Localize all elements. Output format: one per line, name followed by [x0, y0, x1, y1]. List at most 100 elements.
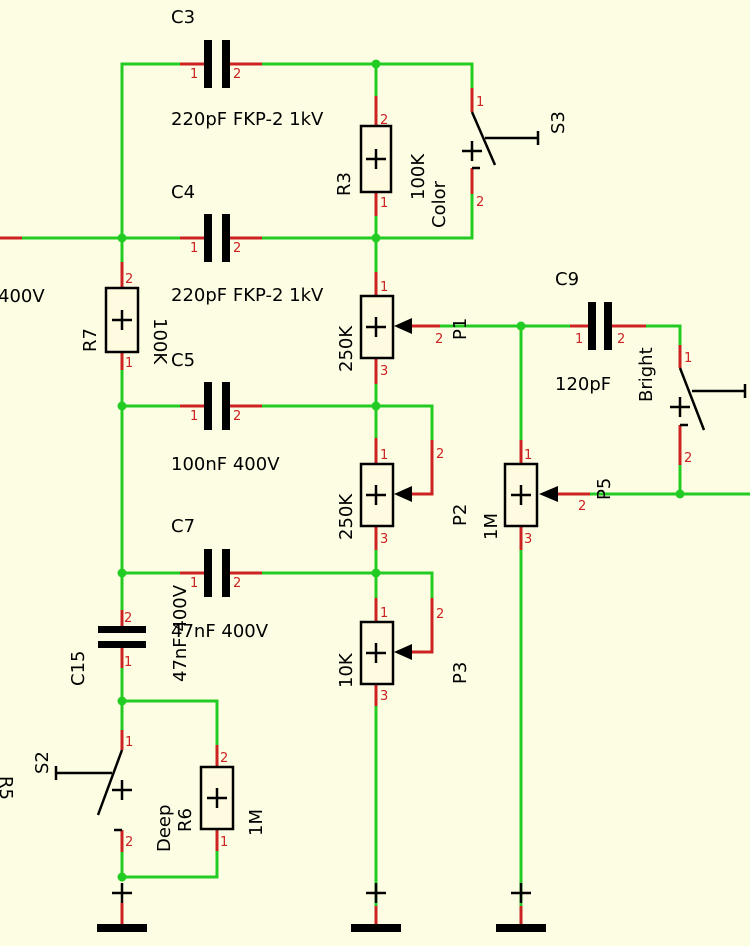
capacitor-c4: 1 2 C4 220pF FKP-2 1kV	[171, 182, 324, 306]
pin-label: 2	[233, 409, 241, 424]
s2-ref: S2	[32, 751, 53, 774]
pin-label: 1	[380, 196, 388, 211]
junction-dot	[117, 401, 127, 411]
c3-ref: C3	[171, 7, 195, 28]
potentiometer-p5: 1 3 2 1M P5	[481, 440, 615, 550]
left-edge-value: 400V	[0, 286, 45, 307]
pin-label: 2	[476, 195, 484, 210]
c4-ref: C4	[171, 182, 195, 203]
p2-value: 250K	[336, 493, 357, 540]
c3-value: 220pF FKP-2 1kV	[171, 109, 324, 130]
switch-s2: 1 2 S2	[32, 730, 133, 852]
pin-label: 1	[190, 241, 198, 256]
pin-label: 1	[684, 351, 692, 366]
p3-value: 10K	[336, 652, 357, 688]
r3-value: 100K	[408, 153, 429, 200]
c9-ref: C9	[555, 269, 579, 290]
pin-label: 1	[220, 835, 228, 850]
pin-label: 2	[617, 332, 625, 347]
junction-dot	[371, 568, 381, 578]
r7-value: 100K	[149, 318, 170, 365]
pin-label: 1	[380, 448, 388, 463]
capacitor-c15: 2 1 C15 47nF 400V	[68, 584, 191, 686]
pin-label: 3	[380, 532, 388, 547]
p3-ref: P3	[450, 662, 471, 684]
c7-value: 47nF 400V	[171, 621, 269, 642]
junction-dot	[675, 489, 685, 499]
r3-ref: R3	[334, 172, 355, 196]
pin-label: 2	[435, 332, 443, 347]
pin-label: 1	[190, 67, 198, 82]
pin-label: 1	[190, 409, 198, 424]
potentiometer-p2: 1 3 2 250K P2	[336, 438, 471, 550]
pin-label: 1	[524, 448, 532, 463]
c15-ref: C15	[68, 651, 89, 686]
r6-note: Deep	[154, 805, 175, 852]
c15-value: 47nF 400V	[170, 584, 191, 682]
capacitor-c9: 1 2 C9 120pF	[555, 269, 646, 395]
left-edge-ref: R5	[0, 776, 16, 800]
pin-label: 1	[476, 95, 484, 110]
pin-label: 1	[124, 655, 132, 670]
pin-label: 2	[684, 451, 692, 466]
resistor-r7: 2 1 R7 100K	[80, 262, 170, 371]
junction-dot	[117, 872, 127, 882]
pin-label: 1	[380, 606, 388, 621]
pin-label: 2	[125, 272, 133, 287]
p5-value: 1M	[481, 513, 502, 540]
pin-label: 2	[578, 499, 586, 514]
pin-label: 1	[125, 735, 133, 750]
c4-value: 220pF FKP-2 1kV	[171, 285, 324, 306]
pin-label: 3	[524, 532, 532, 547]
pin-label: 3	[380, 364, 388, 379]
c7-ref: C7	[171, 516, 195, 537]
r3-note: Color	[429, 180, 450, 228]
pin-label: 2	[436, 607, 444, 622]
c9-value: 120pF	[555, 374, 611, 395]
junction-dot	[117, 233, 127, 243]
junction-dot	[117, 696, 127, 706]
pin-label: 2	[233, 576, 241, 591]
junction-dot	[371, 401, 381, 411]
resistor-r6: 2 1 R6 Deep 1M	[154, 745, 267, 852]
p1-ref: P1	[450, 318, 471, 340]
ground-symbol-3	[496, 883, 546, 932]
p5-ref: P5	[594, 478, 615, 500]
pin-label: 1	[190, 576, 198, 591]
s3-ref: S3	[548, 111, 569, 134]
r7-ref: R7	[80, 328, 101, 352]
capacitor-c7: 1 2 C7 47nF 400V	[171, 516, 269, 642]
junction-dot	[516, 321, 526, 331]
pin-label: 2	[220, 751, 228, 766]
pin-label: 2	[124, 611, 132, 626]
p2-ref: P2	[450, 504, 471, 526]
switch-s3: 1 2 S3	[462, 88, 569, 210]
junctions	[117, 59, 685, 882]
c5-ref: C5	[171, 350, 195, 371]
pin-label: 2	[233, 241, 241, 256]
junction-dot	[117, 568, 127, 578]
resistor-r3: 2 1 R3 100K Color	[334, 96, 450, 228]
pin-label: 3	[380, 689, 388, 704]
potentiometer-p3: 1 3 2 10K P3	[336, 598, 471, 706]
ground-symbol-1	[97, 883, 147, 932]
ground-symbols	[97, 883, 546, 932]
ground-symbol-2	[351, 883, 401, 932]
p1-value: 250K	[336, 325, 357, 372]
pin-label: 2	[436, 447, 444, 462]
pin-label: 2	[380, 113, 388, 128]
pin-label: 1	[575, 332, 583, 347]
junction-dot	[371, 233, 381, 243]
pin-label: 1	[125, 356, 133, 371]
pin-label: 1	[380, 280, 388, 295]
capacitor-c5: 1 2 C5 100nF 400V	[171, 350, 280, 475]
capacitor-c3: 1 2 C3 220pF FKP-2 1kV	[171, 7, 324, 130]
pin-label: 2	[125, 835, 133, 850]
potentiometer-p1: 1 3 2 250K P1	[336, 272, 471, 384]
pin-label: 2	[233, 67, 241, 82]
switch-bright: 1 2 Bright	[636, 345, 747, 466]
r6-ref: R6	[175, 808, 196, 832]
c5-value: 100nF 400V	[171, 454, 280, 475]
junction-dot	[371, 59, 381, 69]
